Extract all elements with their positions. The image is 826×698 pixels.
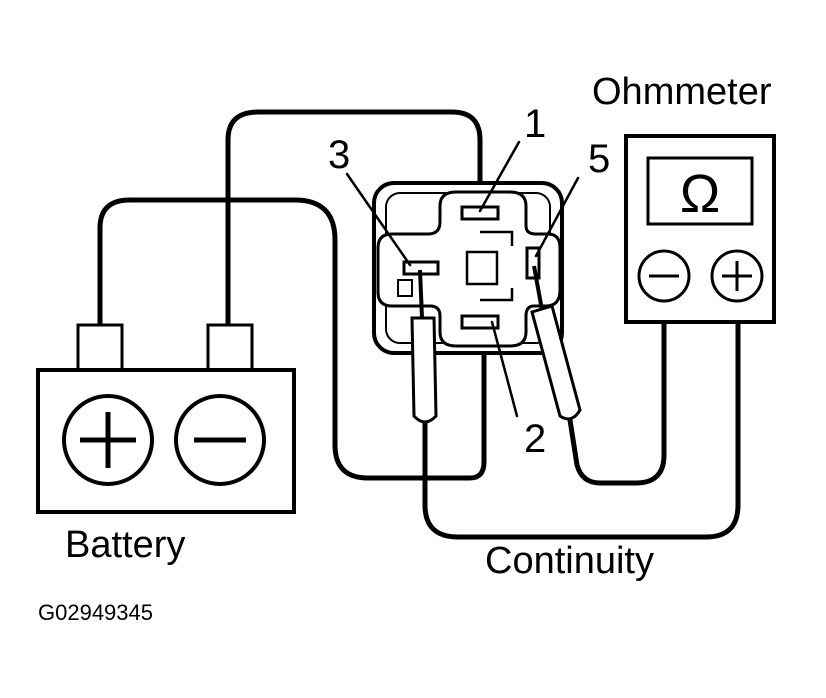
- probe-5-body: [530, 304, 582, 421]
- terminal-2-label: 2: [524, 417, 546, 461]
- probe-3-body: [410, 316, 438, 424]
- wire-battery-plus-to-terminal-2: [97, 197, 487, 481]
- leader-terminal-2: [490, 320, 519, 418]
- ohmmeter-label: Ohmmeter: [592, 71, 772, 113]
- wires: [97, 109, 741, 540]
- wire-meter-minus-to-probe-5: [567, 295, 667, 486]
- ohmmeter: Ω: [624, 134, 776, 324]
- relay: [372, 181, 564, 355]
- battery-label: Battery: [65, 524, 185, 566]
- probe-terminal-3: [410, 269, 438, 424]
- battery-terminal-plus-post: [76, 323, 124, 373]
- leader-terminal-3: [345, 172, 412, 267]
- battery-plus-icon: [80, 412, 136, 468]
- relay-corner-tab: [397, 279, 413, 297]
- wire-battery-minus-to-terminal-1: [225, 109, 483, 331]
- leader-terminal-5: [534, 176, 580, 258]
- wire-meter-plus-to-probe-3: [422, 297, 741, 540]
- probe-terminal-5: [530, 265, 582, 421]
- leader-terminal-1: [478, 140, 521, 213]
- relay-center-block: [465, 250, 499, 286]
- relay-terminal-2-slot: [460, 314, 500, 330]
- continuity-label: Continuity: [485, 540, 654, 582]
- ohmmeter-display: [646, 156, 754, 226]
- ohm-symbol: Ω: [680, 164, 720, 224]
- meter-plus-icon: [722, 261, 752, 291]
- relay-center-detail: [480, 230, 514, 302]
- battery: [36, 323, 296, 514]
- relay-terminal-1-slot: [460, 205, 500, 221]
- terminal-1-label: 1: [524, 102, 546, 146]
- terminal-3-label: 3: [328, 133, 350, 177]
- figure-code: G02949345: [38, 600, 153, 625]
- leader-lines: [345, 140, 580, 418]
- terminal-5-label: 5: [588, 137, 610, 181]
- battery-terminal-minus-post: [206, 323, 254, 373]
